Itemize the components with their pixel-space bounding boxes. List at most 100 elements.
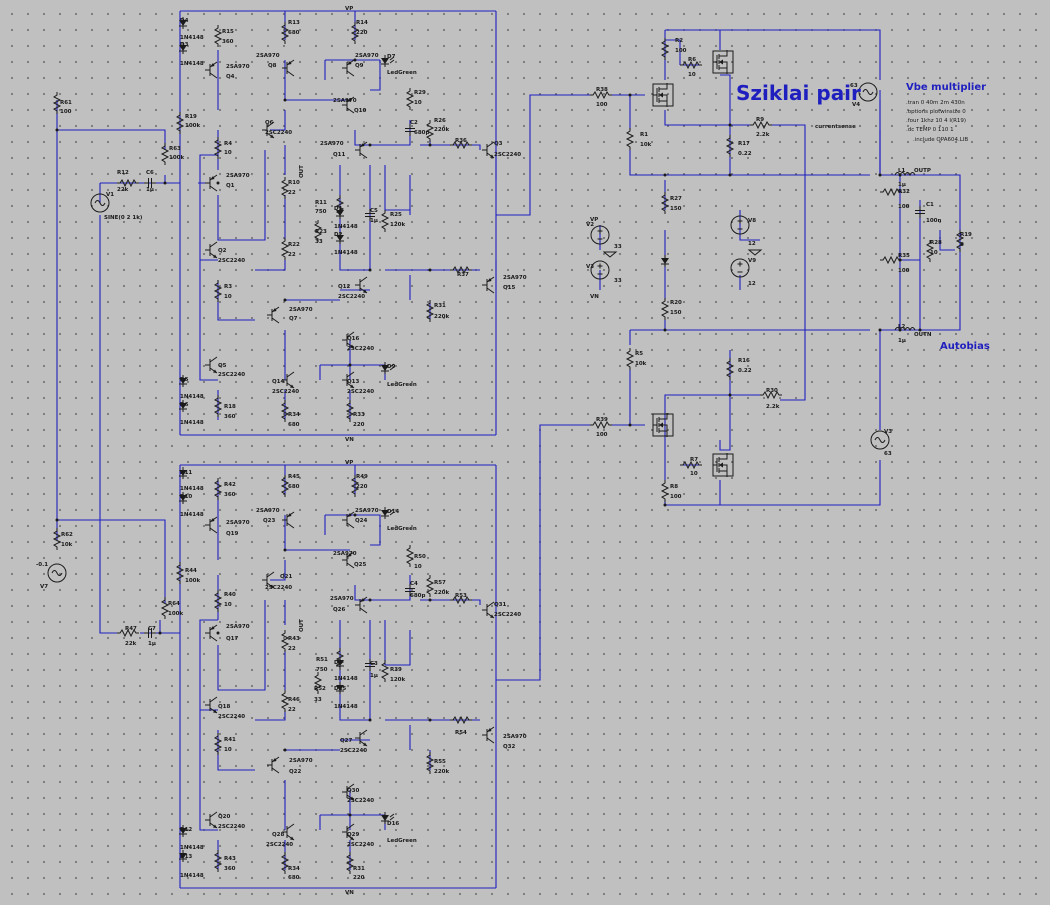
label: 2SA970 xyxy=(226,624,250,630)
label: 2SA970 xyxy=(320,141,344,147)
label: LedGreen xyxy=(387,70,417,76)
label: R57 xyxy=(434,580,446,586)
label: 22k xyxy=(117,187,129,193)
label: 10 xyxy=(224,602,232,608)
label: R17 xyxy=(738,141,750,147)
label: Q28 xyxy=(272,832,285,838)
source-v4 xyxy=(858,82,878,102)
label: R43 xyxy=(224,856,236,862)
label: Q14 xyxy=(272,379,285,385)
label: R31 xyxy=(353,866,365,872)
label: 150 xyxy=(670,310,682,316)
label: L1 xyxy=(898,168,906,174)
transistor-q17 xyxy=(204,624,218,642)
label: R15 xyxy=(222,29,234,35)
ground xyxy=(748,249,762,256)
transistor-q4 xyxy=(204,61,218,79)
net-vp-bottom: VP xyxy=(345,460,353,466)
label: 750 xyxy=(316,667,328,673)
label: R55 xyxy=(434,759,446,765)
label: Q27 xyxy=(340,738,353,744)
label: Q12 xyxy=(338,284,351,290)
label: R40 xyxy=(224,592,236,598)
label: 100 xyxy=(60,109,72,115)
transistor-q24 xyxy=(341,511,355,529)
net-vp-source: VP xyxy=(590,217,598,223)
label: 680 xyxy=(288,422,300,428)
label: 150 xyxy=(670,206,682,212)
label: R47 xyxy=(125,626,137,632)
net-out-bottom: OUT xyxy=(299,619,305,632)
label: LedGreen xyxy=(387,382,417,388)
label: Q32 xyxy=(503,744,516,750)
label: L2 xyxy=(898,324,906,330)
mosfet-m4 xyxy=(712,452,734,478)
label: 100n xyxy=(926,218,941,224)
label: 680 xyxy=(288,30,300,36)
label: SINE(0 2 1k) xyxy=(104,215,143,221)
label: D10 xyxy=(180,494,192,500)
directive-tran: .tran 0 40m 2m 430n xyxy=(906,100,965,106)
label: V2 xyxy=(586,222,594,228)
label: -0.1 xyxy=(36,562,48,568)
label: 220 xyxy=(353,875,365,881)
label: Q2 xyxy=(218,248,227,254)
label: R10 xyxy=(288,180,300,186)
label: R11 xyxy=(315,200,327,206)
label: 100 xyxy=(596,432,608,438)
label: V4 xyxy=(852,102,860,108)
label: C6 xyxy=(146,170,154,176)
transistor-q27 xyxy=(354,729,368,747)
label: 220k xyxy=(434,769,449,775)
net-outp: OUTP xyxy=(914,168,931,174)
label: 2SA970 xyxy=(289,307,313,313)
label: R16 xyxy=(738,358,750,364)
label: 2SC2240 xyxy=(265,130,292,136)
label: 2SC2240 xyxy=(347,389,374,395)
label: 120k xyxy=(390,222,405,228)
label: 360 xyxy=(222,39,234,45)
label: 1µ xyxy=(148,641,156,647)
label: R49 xyxy=(356,474,368,480)
label: Q21 xyxy=(280,574,293,580)
directive-four: .four 1khz 10 4 I(R19) xyxy=(906,118,966,124)
label: R54 xyxy=(455,730,467,736)
net-vn-source: VN xyxy=(590,294,599,300)
label: 680p xyxy=(414,130,429,136)
label: 22 xyxy=(288,646,296,652)
net-currentsense: currentsense xyxy=(815,124,856,130)
label: R3 xyxy=(224,284,232,290)
label: R14 xyxy=(356,20,368,26)
resistor-r50b xyxy=(381,659,389,683)
label: R46 xyxy=(288,697,300,703)
label: R20 xyxy=(670,300,682,306)
label: 22k xyxy=(125,641,137,647)
label: 2SC2240 xyxy=(218,824,245,830)
label: 100 xyxy=(898,268,910,274)
label: D3 xyxy=(180,42,189,48)
label: 680p xyxy=(410,593,425,599)
label: 1N4148 xyxy=(180,420,204,426)
mosfet-m2 xyxy=(712,49,734,75)
label: 100 xyxy=(898,204,910,210)
label: 2SA970 xyxy=(503,275,527,281)
label: 22 xyxy=(288,252,296,258)
label: V3 xyxy=(884,429,892,435)
bottom-channel xyxy=(56,130,590,889)
resistor-r1 xyxy=(626,127,634,151)
net-vn-top: VN xyxy=(345,437,354,443)
label: 2SC2240 xyxy=(218,258,245,264)
label: 220k xyxy=(434,127,449,133)
label: 100k xyxy=(169,155,184,161)
label: 2SA970 xyxy=(256,508,280,514)
label: 1N4148 xyxy=(180,35,204,41)
label: R43 xyxy=(288,636,300,642)
label: Q13 xyxy=(347,379,360,385)
transistor-q8 xyxy=(281,59,295,77)
bottom-components xyxy=(47,466,495,875)
label: R19 xyxy=(185,114,197,120)
resistor-r57 xyxy=(426,574,434,598)
label: 10 xyxy=(224,747,232,753)
label: C2 xyxy=(410,120,418,126)
label: 10k xyxy=(635,361,647,367)
